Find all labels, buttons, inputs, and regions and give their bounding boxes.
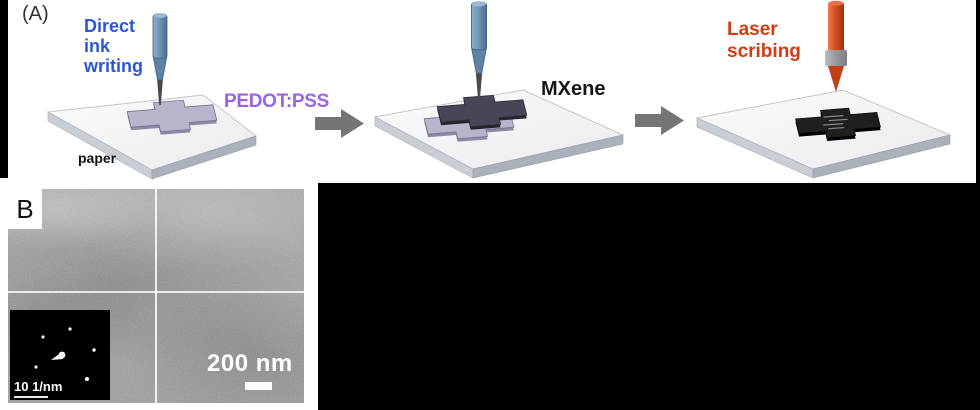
- paper-substrate-edge: [472, 134, 624, 179]
- saed-scale-bar: [14, 395, 48, 398]
- tem-crosshair-vertical: [155, 189, 157, 403]
- paper-substrate-edge: [151, 135, 257, 180]
- panel-b-label: B: [8, 189, 42, 229]
- paper-substrate-edge: [812, 134, 951, 179]
- direct-ink-writing-label: Direct ink writing: [84, 16, 143, 76]
- ink-pen-icon: [152, 13, 168, 105]
- tem-crosshair-horizontal: [8, 291, 304, 293]
- pedot-pss-label: PEDOT:PSS: [224, 91, 329, 112]
- saed-inset: 10 1/nm: [10, 310, 110, 400]
- black-strip-right: [976, 0, 980, 185]
- tem-scale-bar: [245, 382, 272, 390]
- diffraction-spots: [34, 327, 96, 381]
- arrow-right-icon: [635, 106, 684, 135]
- laser-scribing-label: Laser scribing: [727, 19, 801, 62]
- scene-direct-ink-writing: [46, 13, 258, 180]
- ink-pen-icon: [470, 1, 488, 101]
- black-strip-left: [0, 0, 8, 178]
- tem-scale-label: 200 nm: [207, 350, 293, 377]
- redacted-panel: [318, 183, 980, 410]
- tem-micrograph: B 10 1/nm 200 nm: [8, 189, 304, 403]
- arrow-right-icon: [315, 109, 364, 138]
- laser-pen-icon: [825, 0, 847, 92]
- mxene-label: MXene: [541, 78, 606, 100]
- process-schematic: [46, 0, 952, 180]
- paper-label: paper: [78, 150, 117, 166]
- scene-mxene-printing: [373, 1, 625, 179]
- scene-laser-scribing: [695, 0, 952, 179]
- saed-scale-label: 10 1/nm: [14, 379, 63, 394]
- panel-a-label: (A): [22, 3, 49, 25]
- interdigitated-pattern: [823, 114, 848, 130]
